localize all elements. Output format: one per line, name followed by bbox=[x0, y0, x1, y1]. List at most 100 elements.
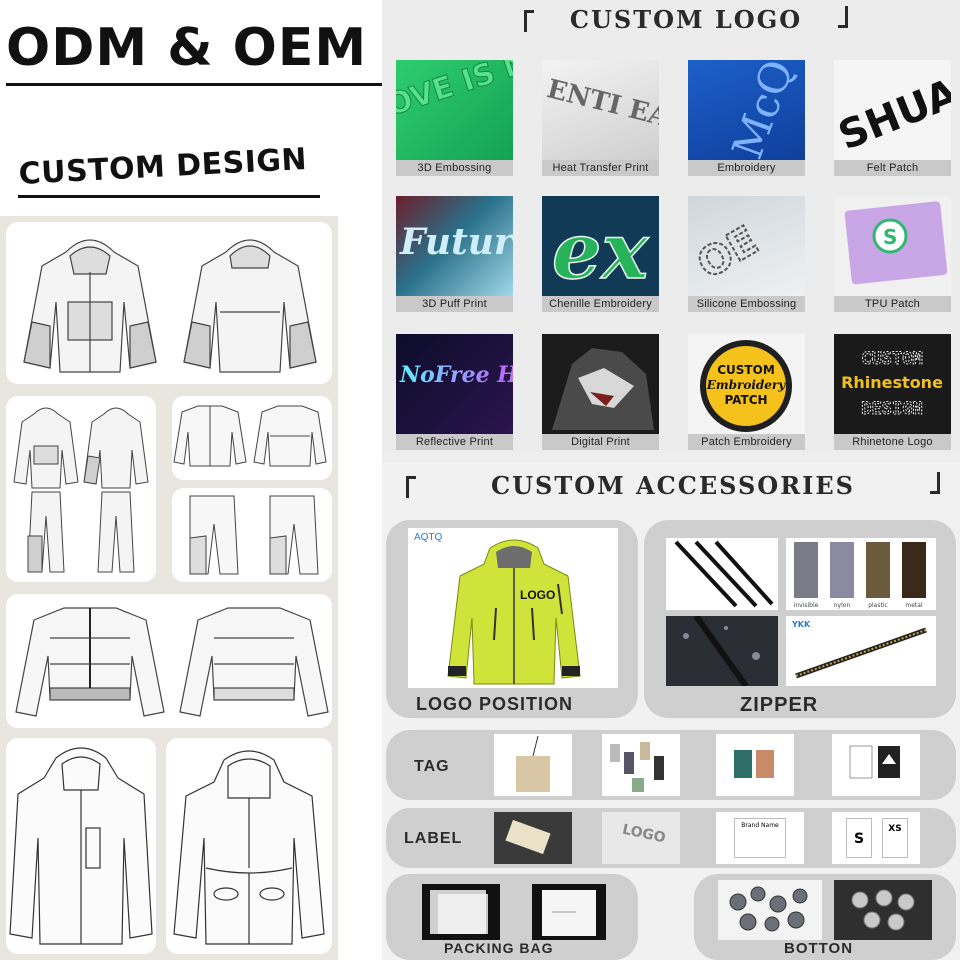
caption-rhinestone: Rhinetone Logo bbox=[834, 434, 951, 450]
svg-text:S: S bbox=[883, 225, 897, 249]
bracket-right-icon bbox=[838, 6, 848, 28]
button-card: BOTTON bbox=[694, 874, 956, 960]
white-bag-icon bbox=[542, 890, 596, 936]
caption-tpu-patch: TPU Patch bbox=[834, 296, 951, 312]
wolf-print-icon bbox=[552, 348, 654, 430]
custom-design-panel: ODM & OEM CUSTOM DESIGN bbox=[0, 0, 382, 960]
svg-text:CUSTOM: CUSTOM bbox=[717, 363, 775, 377]
custom-logo-heading: CUSTOM LOGO bbox=[524, 4, 848, 34]
svg-text:Embroidery: Embroidery bbox=[706, 378, 786, 392]
rhinestone-image: CUSTOM Rhinestone DESIGN bbox=[834, 334, 951, 434]
tile-silicone: OE Silicone Embossing bbox=[688, 196, 805, 312]
packing-bag-label: PACKING BAG bbox=[444, 940, 554, 956]
size-label-xs: XS bbox=[882, 818, 908, 858]
sketch-card-pants bbox=[172, 488, 332, 582]
ykk-brand: YKK bbox=[792, 620, 811, 629]
patch-embroidery-image: CUSTOM Embroidery PATCH bbox=[688, 334, 805, 434]
reflective-print-image: NoFree Handout bbox=[396, 334, 513, 434]
tpu-patch-art-icon: S bbox=[844, 201, 948, 285]
tile-embroidery: McQ Embroidery bbox=[688, 60, 805, 176]
sketch-card-anorak bbox=[6, 222, 332, 384]
sketch-card-puffer bbox=[6, 594, 332, 728]
sketch-card-ski-suit bbox=[6, 396, 156, 582]
jacket-photo-icon bbox=[447, 539, 581, 685]
tag-photo-2 bbox=[602, 734, 680, 796]
svg-text:ex: ex bbox=[552, 206, 650, 296]
svg-text:PATCH: PATCH bbox=[724, 393, 767, 407]
tag-photo-3 bbox=[716, 734, 794, 796]
subtitle-underline bbox=[18, 195, 320, 198]
size-label-s: S bbox=[846, 818, 872, 858]
tag-label: TAG bbox=[414, 758, 450, 775]
tpu-patch-image: S bbox=[834, 196, 951, 296]
reflective-art-icon: NoFree Handout bbox=[399, 362, 513, 388]
caption-3d-puff-print: 3D Puff Print bbox=[396, 296, 513, 312]
caption-embroidery: Embroidery bbox=[688, 160, 805, 176]
pants-sketch-icon bbox=[189, 495, 319, 575]
custom-options-panel: CUSTOM LOGO OVE IS NO BIT 3D Embossing E… bbox=[382, 0, 960, 960]
label-logo-text: LOGO bbox=[620, 821, 667, 847]
button-photo-1 bbox=[718, 880, 822, 940]
metal-zipper-icon bbox=[795, 627, 927, 679]
embroidery-image: McQ bbox=[688, 60, 805, 160]
logo-position-photo: AQTQ LOGO bbox=[408, 528, 618, 688]
hooded-jacket-sketch-icon bbox=[9, 747, 153, 945]
svg-text:invisible: invisible bbox=[794, 602, 819, 609]
button-label: BOTTON bbox=[784, 940, 854, 957]
svg-text:nylon: nylon bbox=[834, 602, 851, 609]
brand-name-text: Brand Name bbox=[741, 822, 779, 829]
tile-felt-patch: SHUA Felt Patch bbox=[834, 60, 951, 176]
svg-text:Futur: Futur bbox=[399, 221, 513, 263]
sketch-card-jacket bbox=[172, 396, 332, 480]
tag-photo-4 bbox=[832, 734, 920, 796]
custom-logo-section: CUSTOM LOGO OVE IS NO BIT 3D Embossing E… bbox=[382, 0, 960, 452]
custom-design-title: CUSTOM DESIGN bbox=[17, 141, 308, 192]
label-photo-3: Brand Name bbox=[716, 812, 804, 864]
caption-heat-transfer: Heat Transfer Print bbox=[542, 160, 659, 176]
custom-accessories-heading: CUSTOM ACCESSORIES bbox=[406, 470, 940, 500]
puff-print-art-icon: Futur bbox=[399, 221, 513, 263]
odm-oem-title: ODM & OEM bbox=[6, 18, 368, 78]
label-photo-1 bbox=[494, 812, 572, 864]
woven-label-icon bbox=[505, 819, 551, 855]
zipper-types-icon: invisible nylon plastic metal bbox=[794, 542, 926, 609]
silicone-image: OE bbox=[688, 196, 805, 296]
svg-text:SHUA: SHUA bbox=[834, 70, 951, 159]
svg-text:plastic: plastic bbox=[868, 602, 888, 609]
bracket-left-icon bbox=[406, 476, 416, 498]
zipper-photo-3 bbox=[666, 616, 778, 686]
bracket-right-icon bbox=[930, 472, 940, 494]
chenille-image: ex bbox=[542, 196, 659, 296]
sketch-card-parka bbox=[166, 738, 332, 954]
tile-digital-print: Digital Print bbox=[542, 334, 659, 450]
digital-print-image bbox=[542, 334, 659, 434]
packing-photo-1 bbox=[422, 884, 500, 940]
svg-text:NoFree Handout: NoFree Handout bbox=[399, 362, 513, 388]
sketch-gallery bbox=[0, 216, 338, 960]
tile-heat-transfer: ENTI EAR OF GO Heat Transfer Print bbox=[542, 60, 659, 176]
tile-3d-embossing: OVE IS NO BIT 3D Embossing bbox=[396, 60, 513, 176]
caption-silicone: Silicone Embossing bbox=[688, 296, 805, 312]
custom-logo-heading-text: CUSTOM LOGO bbox=[569, 4, 803, 34]
zipper-photo-1 bbox=[666, 538, 778, 610]
jacket-sketch-icon bbox=[173, 405, 327, 467]
anorak-sketch-icon bbox=[23, 239, 317, 373]
kraft-tag-icon bbox=[516, 735, 550, 792]
felt-patch-image: SHUA bbox=[834, 60, 951, 160]
clear-bag-icon bbox=[430, 890, 488, 934]
custom-accessories-section: CUSTOM ACCESSORIES AQTQ LOGO LOGO P bbox=[382, 462, 960, 960]
svg-text:OVE IS NO BIT: OVE IS NO BIT bbox=[396, 60, 513, 123]
packing-photo-2 bbox=[532, 884, 606, 940]
zipper-photo-2: invisible nylon plastic metal bbox=[786, 538, 936, 610]
caption-digital-print: Digital Print bbox=[542, 434, 659, 450]
embroidery-art-icon: McQ bbox=[722, 60, 803, 160]
svg-text:OE: OE bbox=[690, 218, 766, 289]
brand-logo: AQTQ bbox=[414, 532, 443, 543]
label-card: LABEL LOGO Brand Name S XS bbox=[386, 808, 956, 868]
embossing-art-icon: OVE IS NO BIT bbox=[396, 60, 513, 124]
tile-rhinestone: CUSTOM Rhinestone DESIGN Rhinetone Logo bbox=[834, 334, 951, 450]
title-underline bbox=[6, 83, 382, 86]
tile-tpu-patch: S TPU Patch bbox=[834, 196, 951, 312]
bracket-left-icon bbox=[524, 10, 534, 32]
printed-tags-icon bbox=[849, 745, 900, 779]
